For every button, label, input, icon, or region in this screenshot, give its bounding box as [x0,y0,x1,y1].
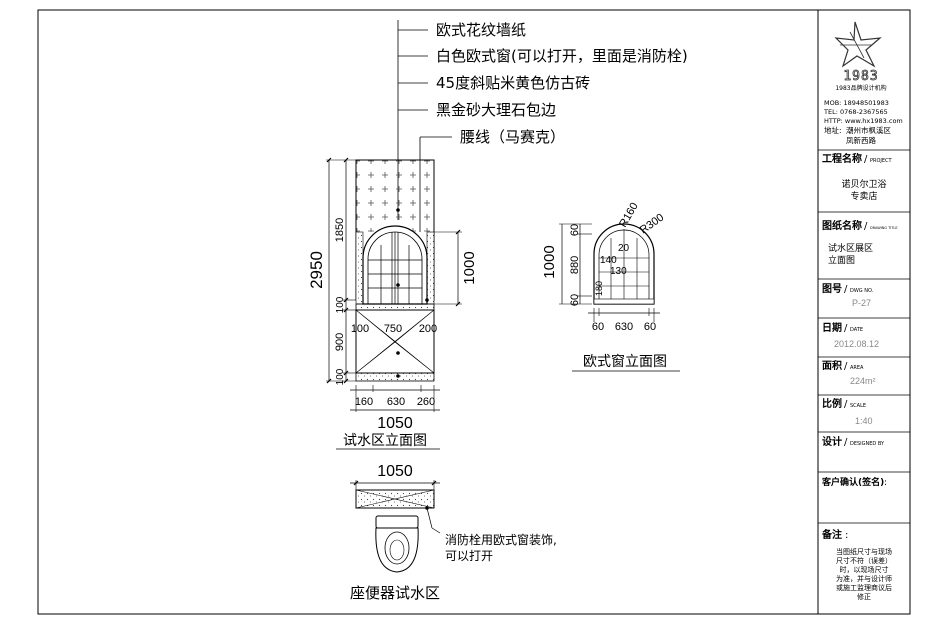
dim-height: 100 [335,368,346,385]
drawing-frame [37,9,911,615]
project-name: 专卖店 [850,190,877,202]
date-label-en: DATE [850,327,863,333]
notes-line: 当图纸尺寸与现场 [836,547,892,556]
callout-text: 白色欧式窗(可以打开，里面是消防栓) [436,47,688,65]
star-logo-icon [834,21,882,68]
dim-width: 100 [351,323,369,335]
elevation-title: 试水区立面图 [343,433,427,449]
plan-note: 消防栓用欧式窗装饰, [445,532,557,547]
area-label: 面积 [822,359,842,372]
date-value: 2012.08.12 [834,339,879,349]
callout-text: 黑金砂大理石包边 [436,101,556,119]
window-detail: 60 880 60 1000 R160 R300 20 140 130 180 … [541,201,680,372]
dim-total-width: 1050 [377,415,413,432]
title-block: 1983 1983品牌设计机构 MOB: 18948501983 TEL: 07… [818,21,910,601]
callout-group: 欧式花纹墙纸 白色欧式窗(可以打开，里面是消防栓) 45度斜贴米黄色仿古砖 黑金… [397,20,688,300]
detail-label: R160 [617,201,641,230]
callout-text: 欧式花纹墙纸 [436,21,526,39]
callout-text: 腰线（马赛克） [460,128,565,146]
contact-http: HTTP: www.hx1983.com [824,117,903,125]
contact-tel: TEL: 0768-2367565 [823,108,888,116]
dim-height: 1850 [334,218,346,242]
logo-subtext: 1983品牌设计机构 [835,84,886,92]
drawing-label: 图纸名称 [822,219,862,232]
dim-width: 60 [592,321,604,333]
drawing-label-en: DRAWING TITLE [870,226,898,230]
drawing-name: 试水区展区 [828,242,873,254]
detail-label: 20 [618,243,630,254]
project-name: 诺贝尔卫浴 [841,178,886,190]
notes-line: 尺寸不符（误差） [836,556,892,565]
callout-text: 45度斜贴米黄色仿古砖 [436,74,590,92]
plan-note: 可以打开 [445,549,493,563]
area-label-en: AREA [850,365,864,371]
contact-mob: MOB: 18948501983 [824,99,889,107]
notes-line: 为准，并与设计师 [836,574,892,583]
dim-width: 630 [387,396,405,408]
design-label-en: DESIGNED BY [850,441,885,447]
detail-label: R300 [638,212,666,237]
project-label-en: PROJECT [870,158,893,164]
dwgno-label: 图号 [822,283,842,295]
notes-line: 修正 [857,592,871,601]
dim-total-height: 1000 [541,245,558,278]
dim-height: 60 [569,224,581,236]
svg-text:/: / [844,361,848,372]
project-label: 工程名称 [822,152,862,165]
detail-label: 130 [610,266,627,277]
svg-text:/: / [844,284,848,295]
detail-label: 140 [600,255,617,266]
notes-colon: : [845,530,848,541]
svg-text:/: / [844,399,848,410]
scale-label: 比例 [822,397,842,410]
contact-addr-label: 地址: [824,125,842,135]
dim-width: 750 [384,323,402,335]
notes-line: 时，以现场尺寸 [840,565,889,574]
svg-text:/: / [864,221,868,232]
dim-width: 60 [644,321,656,333]
plan-title: 座便器试水区 [350,584,440,602]
window-detail-title: 欧式窗立面图 [583,353,667,370]
notes-line: 或施工监理商议后 [836,583,892,592]
dim-width: 200 [419,323,437,335]
client-colon: : [884,478,887,488]
dim-window-height: 1000 [461,251,478,284]
dim-width: 160 [355,396,373,408]
dwgno-label-en: DWG NO. [850,288,874,294]
svg-text:/: / [844,323,848,334]
dwgno-value: P-27 [852,298,871,308]
contact-addr: 凤新西路 [846,135,876,145]
dim-total-height: 2950 [307,251,326,289]
dim-height: 880 [569,256,581,274]
dim-height: 100 [335,296,346,313]
main-elevation: 2950 1850 100 900 100 1000 100 750 200 1… [307,157,478,450]
date-label: 日期 [822,321,842,334]
notes-label: 备注 [821,528,842,541]
design-label: 设计 [822,435,842,448]
client-label: 客户确认(签名) [821,476,884,488]
dim-width: 260 [417,396,435,408]
dim-height: 60 [569,294,581,306]
dim-width: 630 [615,321,633,333]
logo-text: 1983 [843,69,878,84]
scale-value: 1:40 [855,416,873,426]
detail-label: 180 [594,281,604,296]
plan-width: 1050 [377,463,413,480]
dim-height: 900 [334,333,346,351]
svg-text:/: / [864,154,868,165]
scale-label-en: SCALE [850,403,866,409]
contact-addr: 潮州市枫溪区 [846,125,891,135]
svg-text:/: / [844,437,848,448]
area-value: 224m² [850,376,876,386]
drawing-name: 立面图 [828,254,855,266]
toilet-plan: 1050 消防栓用欧式窗装饰, 可以打开 座便器试水区 [350,463,557,602]
